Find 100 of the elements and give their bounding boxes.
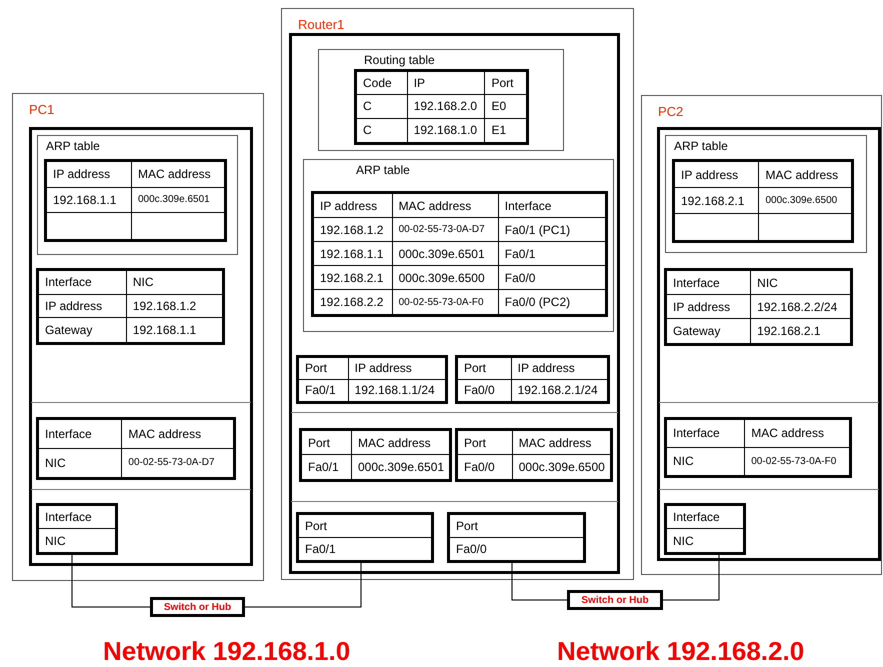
table-cell: 192.168.2.2/24 <box>751 295 850 319</box>
table-cell: Code <box>357 72 408 96</box>
table-cell-text: 192.168.1.1 <box>132 322 198 340</box>
table-cell: IP address <box>675 162 760 188</box>
table-cell: 192.168.1.2 <box>126 294 222 318</box>
table-cell: Gateway <box>39 318 127 342</box>
table-cell-text: Fa0/1 <box>304 540 337 558</box>
table-cell: NIC <box>39 448 122 477</box>
panel-heading: ARP table <box>674 139 728 153</box>
table-cell: 00-02-55-73-0A-D7 <box>392 218 499 242</box>
table-cell: C <box>357 95 408 119</box>
table-cell: 000c.309e.6500 <box>759 188 851 214</box>
table-cell: 192.168.1.2 <box>314 218 393 242</box>
table-cell: MAC address <box>392 194 499 218</box>
table-cell: Interface <box>39 420 122 448</box>
table-cell: Interface <box>498 194 605 218</box>
device-label: PC1 <box>29 102 54 117</box>
table-cell: 000c.309e.6501 <box>392 242 499 266</box>
switch-box: Switch or Hub <box>567 590 663 610</box>
table-cell: Port <box>458 431 513 455</box>
network-label: Network 192.168.2.0 <box>557 636 804 666</box>
table-cell: 192.168.2.0 <box>408 95 486 119</box>
connector-line <box>512 562 568 600</box>
table-cell: NIC <box>751 271 850 295</box>
table-cell: 192.168.1.1 <box>47 188 132 214</box>
table-cell: Interface <box>39 271 127 295</box>
table-cell: Fa0/0 <box>498 266 605 290</box>
device-label: PC2 <box>658 104 684 119</box>
connector-line <box>662 554 720 600</box>
table-panel <box>37 135 238 255</box>
table-cell: 192.168.1.1 <box>314 242 393 266</box>
network-label: Network 192.168.1.0 <box>103 636 350 666</box>
table-cell: Fa0/1 (PC1) <box>498 218 605 242</box>
panel-heading: ARP table <box>356 163 410 177</box>
data-table <box>36 268 225 345</box>
table-cell: NIC <box>126 271 222 295</box>
table-cell: Port <box>458 358 512 380</box>
table-cell: MAC address <box>122 420 233 448</box>
data-table <box>36 503 118 555</box>
data-table <box>311 191 608 317</box>
device-box <box>641 95 882 575</box>
table-cell: MAC address <box>745 420 849 448</box>
data-table <box>299 428 452 482</box>
device-label: Router1 <box>298 17 344 32</box>
data-table <box>664 417 852 478</box>
table-cell: IP address <box>667 295 752 319</box>
data-table <box>455 355 610 404</box>
data-table <box>296 512 434 563</box>
data-table <box>44 159 227 242</box>
table-cell-text: E1 <box>490 122 508 140</box>
table-panel <box>303 159 614 332</box>
table-cell: MAC address <box>759 162 851 188</box>
table-cell: E0 <box>485 95 526 119</box>
table-cell: Interface <box>667 271 752 295</box>
data-table <box>664 268 853 346</box>
table-panel <box>665 135 867 253</box>
table-cell-text: 192.168.1.1/24 <box>354 382 436 400</box>
connector-line <box>244 562 362 608</box>
table-cell-text: 00-02-55-73-0A-F0 <box>750 454 838 469</box>
table-cell: MAC address <box>512 431 610 455</box>
data-table <box>354 69 529 145</box>
table-cell-text: 192.168.2.1/24 <box>516 382 599 400</box>
panel-heading: Routing table <box>364 53 435 67</box>
data-table <box>664 503 746 555</box>
table-cell: IP address <box>512 358 607 380</box>
table-cell: Interface <box>39 506 115 529</box>
table-cell-text: Fa0/0 <box>455 540 488 558</box>
table-cell: Gateway <box>667 319 752 343</box>
table-cell: NIC <box>667 448 746 475</box>
switch-box: Switch or Hub <box>150 597 245 617</box>
table-cell: Fa0/0 <box>458 455 513 479</box>
data-table <box>455 428 613 482</box>
table-cell: 192.168.2.1 <box>675 188 760 214</box>
table-cell-text: 192.168.2.1 <box>756 323 822 340</box>
table-cell: IP address <box>39 294 127 318</box>
panel-heading: ARP table <box>46 139 100 153</box>
data-table <box>672 159 854 243</box>
table-cell: Interface <box>667 506 743 529</box>
table-cell: 192.168.1.0 <box>408 118 486 142</box>
data-table <box>36 417 236 480</box>
table-cell: Fa0/0 <box>458 380 512 401</box>
table-cell-text: 000c.309e.6501 <box>356 459 446 476</box>
table-cell: Port <box>485 72 526 96</box>
connector-line <box>72 554 150 608</box>
table-cell-text: 000c.309e.6500 <box>518 459 606 476</box>
table-cell: C <box>357 118 408 142</box>
table-cell: Fa0/1 <box>498 242 605 266</box>
table-cell: 000c.309e.6500 <box>392 266 499 290</box>
table-cell: IP <box>408 72 486 96</box>
table-cell: 00-02-55-73-0A-F0 <box>392 290 499 314</box>
table-cell: 192.168.2.2 <box>314 290 393 314</box>
table-cell: 000c.309e.6501 <box>132 188 224 214</box>
table-cell: Fa0/1 <box>302 455 352 479</box>
table-cell: IP address <box>314 194 393 218</box>
table-cell-text: 00-02-55-73-0A-D7 <box>127 456 216 470</box>
table-cell-text: NIC <box>44 532 67 550</box>
table-cell: MAC address <box>352 431 449 455</box>
table-cell: Port <box>302 431 352 455</box>
table-cell: IP address <box>47 162 132 188</box>
table-cell: Fa0/1 <box>299 380 349 401</box>
